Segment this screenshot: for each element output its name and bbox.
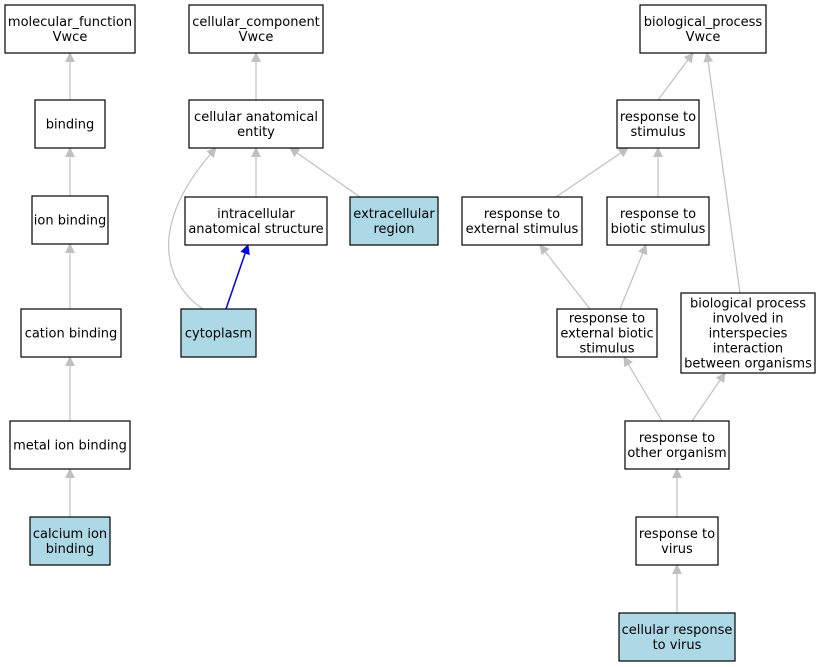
node-box xyxy=(34,99,106,149)
node-label-line: response to xyxy=(620,207,696,222)
edge-ecr-to-cae xyxy=(289,147,361,198)
node-label-line: external biotic xyxy=(560,327,653,342)
node-metal_ion_binding[interactable]: metal ion binding xyxy=(9,420,131,470)
edge-rebs-to-res xyxy=(539,244,591,310)
node-label-line: external stimulus xyxy=(466,222,579,237)
node-ion_binding[interactable]: ion binding xyxy=(31,195,109,245)
node-label-line: binding xyxy=(46,542,94,557)
node-label-line: to virus xyxy=(653,638,702,653)
node-box xyxy=(20,308,122,358)
node-label-line: cellular response xyxy=(622,623,733,638)
edge-roo-to-rebs xyxy=(623,356,663,422)
node-label-line: calcium ion xyxy=(33,527,107,542)
node-box xyxy=(624,420,730,470)
node-cation_binding[interactable]: cation binding xyxy=(20,308,122,358)
node-box xyxy=(29,516,111,566)
node-label-line: interaction xyxy=(713,342,783,357)
node-label-line: involved in xyxy=(712,312,783,327)
node-label-line: response to xyxy=(484,207,560,222)
node-label-line: virus xyxy=(661,542,693,557)
edge-res-to-rts xyxy=(555,147,629,198)
edge-cytoplasm-to-ias xyxy=(225,244,250,310)
node-label-line: cellular anatomical xyxy=(194,110,318,125)
edge-rebs-to-rbs xyxy=(619,244,648,310)
edge-roo-to-bpii xyxy=(691,372,726,422)
node-label-line: other organism xyxy=(627,446,726,461)
node-box xyxy=(188,99,324,149)
edges xyxy=(65,52,741,613)
node-label-line: entity xyxy=(237,125,275,140)
node-label-line: response to xyxy=(639,527,715,542)
node-label-line: between organisms xyxy=(684,357,812,372)
node-label-line: cellular_component xyxy=(192,15,320,30)
node-box xyxy=(31,195,109,245)
node-box xyxy=(639,4,767,54)
node-label-line: Vwce xyxy=(239,30,274,45)
node-box xyxy=(556,308,658,358)
node-label-line: Vwce xyxy=(686,30,721,45)
node-label-line: biological process xyxy=(690,297,806,312)
node-label-line: region xyxy=(373,222,414,237)
node-box xyxy=(461,196,583,246)
node-label-line: molecular_function xyxy=(8,15,132,30)
node-label-line: response to xyxy=(620,110,696,125)
edge-bpii-to-bp xyxy=(703,52,741,294)
node-box xyxy=(618,612,736,662)
node-box xyxy=(606,196,710,246)
node-label-line: response to xyxy=(569,312,645,327)
node-label-line: ion binding xyxy=(34,214,106,229)
node-label-line: anatomical structure xyxy=(188,222,323,237)
node-box xyxy=(180,308,257,358)
node-label-line: metal ion binding xyxy=(13,439,127,454)
node-label-line: stimulus xyxy=(579,342,634,357)
node-binding[interactable]: binding xyxy=(34,99,106,149)
node-label-line: biological_process xyxy=(644,15,763,30)
node-label-line: cytoplasm xyxy=(185,327,252,342)
node-label-line: response to xyxy=(639,431,715,446)
node-box xyxy=(349,196,439,246)
node-label-line: stimulus xyxy=(630,125,685,140)
node-box xyxy=(680,292,816,374)
node-cytoplasm[interactable]: cytoplasm xyxy=(180,308,257,358)
node-label-line: binding xyxy=(46,118,94,133)
node-box xyxy=(635,516,719,566)
edge-rts-to-bp xyxy=(657,52,694,101)
edge-cytoplasm-to-cae xyxy=(168,147,217,310)
node-label-line: cation binding xyxy=(25,327,118,342)
node-box xyxy=(188,4,324,54)
node-box xyxy=(9,420,131,470)
node-label-line: interspecies xyxy=(709,327,788,342)
node-label-line: intracellular xyxy=(217,207,295,222)
node-label-line: biotic stimulus xyxy=(611,222,706,237)
node-label-line: Vwce xyxy=(53,30,88,45)
node-label-line: extracellular xyxy=(353,207,435,222)
node-box xyxy=(184,196,328,246)
node-box xyxy=(616,99,700,149)
node-box xyxy=(4,4,136,54)
